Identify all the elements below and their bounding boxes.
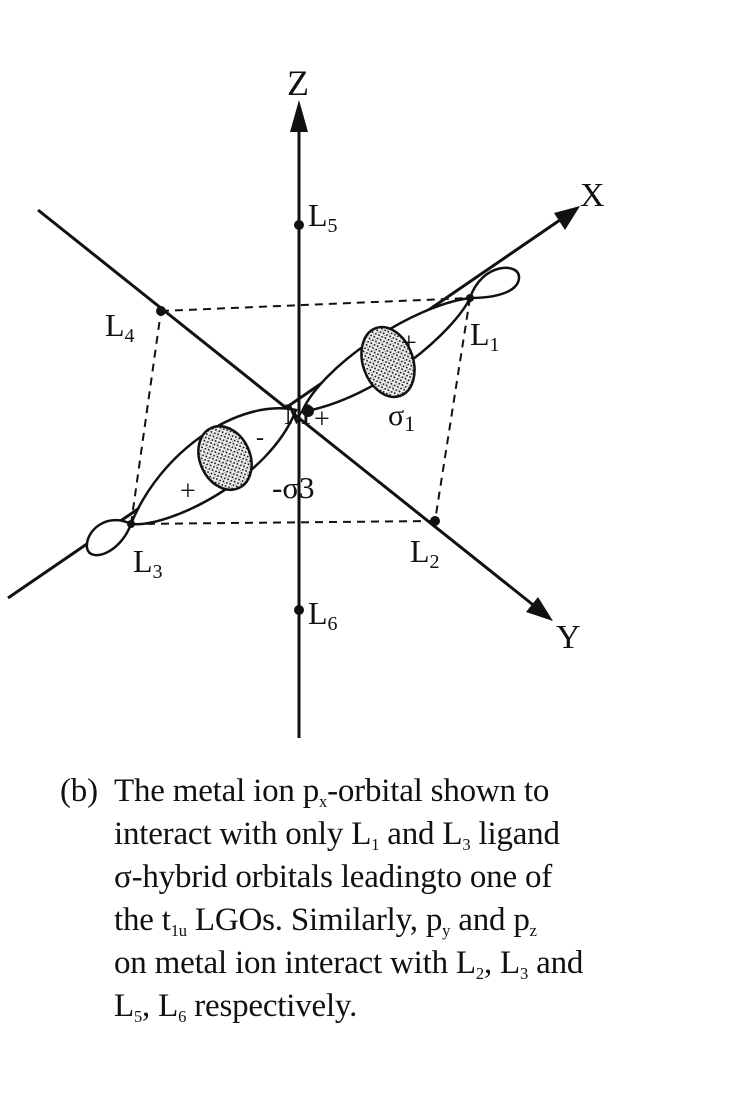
z-axis-arrowhead [290,100,308,132]
caption-line-1: (b)The metal ion px-orbital shown to [60,770,700,813]
sigma3-minus-sign: - [256,425,264,451]
l3-label: L3 [133,543,163,583]
l5-label: L5 [308,197,338,237]
sigma3-label: -σ3 [272,470,315,505]
caption-line-2: interact with only L1 and L3 ligand [114,816,560,854]
l2-label: L2 [410,533,440,573]
sigma3-plus-sign: + [180,476,196,507]
l6-label: L6 [308,595,338,635]
l1-point [466,294,474,302]
x-axis-label: X [580,177,605,214]
octahedral-orbital-diagram: Z X Y L1 L2 L3 L4 L5 L6 M + + + - σ1 -σ3 [7,63,605,738]
caption-label: (b) [60,773,98,809]
metal-label: M [284,398,311,431]
caption-line-4: the t1u LGOs. Similarly, py and pz [114,902,537,940]
caption-line-3: σ-hybrid orbitals leadingto one of [114,859,553,895]
sigma1-orbital [299,266,521,414]
l4-point [156,306,166,316]
l5-point [294,220,304,230]
caption-line-6: L5, L6 respectively. [114,988,358,1026]
metal-center-point [302,405,314,417]
x-axis-arrowhead [554,206,580,230]
ligand-square-dashed [130,297,471,525]
l1-label: L1 [470,316,500,356]
sigma1-shaded-region [360,325,416,399]
l3-small-lobe [85,518,133,557]
caption-line-5: on metal ion interact with L2, L3 and [114,945,584,983]
metal-plus-sign: + [314,404,330,435]
sigma1-plus-sign: + [401,328,417,359]
l6-point [294,605,304,615]
y-axis-arrowhead [526,597,553,621]
z-axis-label: Z [287,63,309,103]
l1-small-lobe [468,266,521,300]
l2-point [430,516,440,526]
l4-label: L4 [105,307,135,347]
figure-caption: (b)The metal ion px-orbital shown to int… [60,770,700,1028]
sigma1-label: σ1 [388,399,415,436]
l3-point [127,520,135,528]
y-axis-label: Y [556,619,581,656]
sigma3-shaded-region [197,425,253,491]
